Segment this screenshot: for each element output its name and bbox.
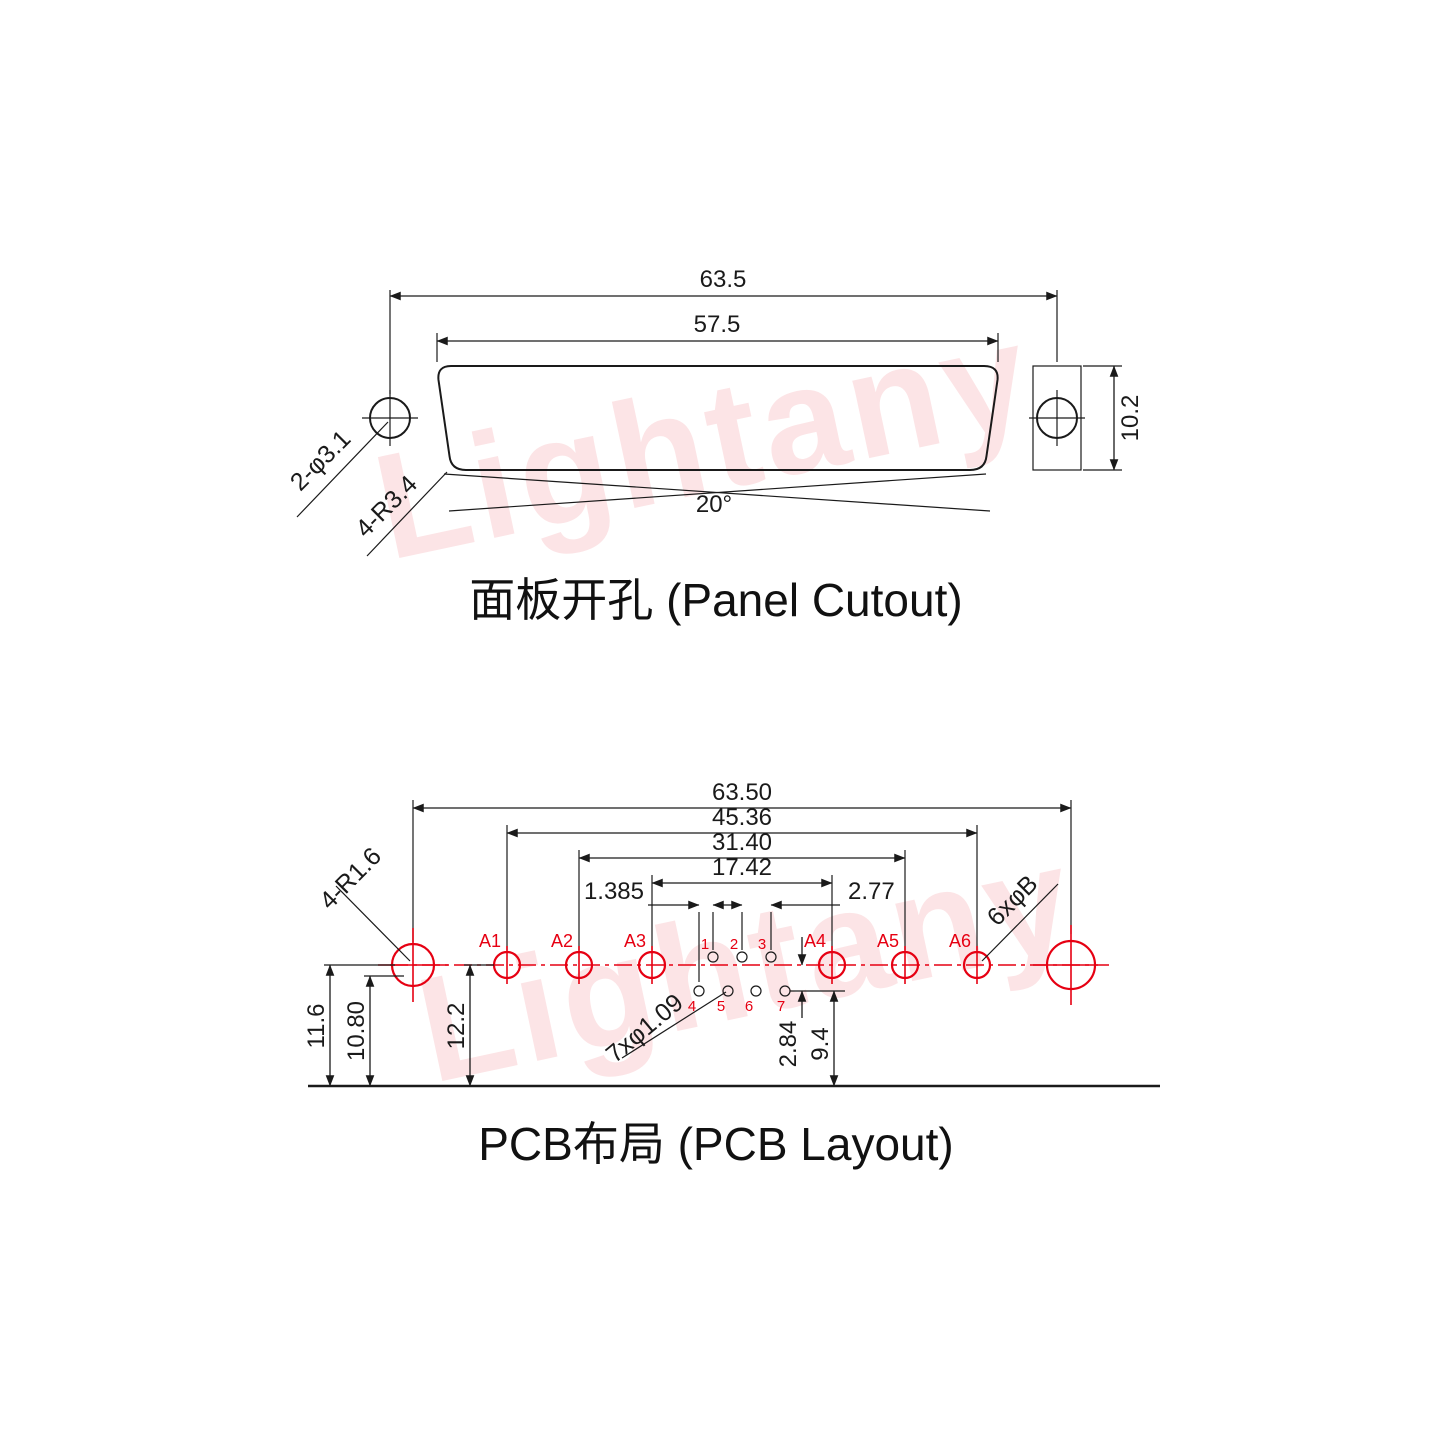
pcb-dim-pin-pitch-label: 2.77 — [848, 878, 895, 905]
pcb-mount-hole-right — [1033, 925, 1109, 1005]
pcb-dim-row-offset-label: 2.84 — [775, 1021, 802, 1068]
pcb-view-title: PCB布局 (PCB Layout) — [478, 1118, 953, 1170]
panel-dim-outer-width-label: 63.5 — [700, 266, 747, 293]
a4-label: A4 — [804, 931, 826, 951]
pcb-dim-pin-pitch: 2.77 — [741, 878, 895, 950]
panel-dim-cutout-width: 57.5 — [436, 311, 999, 362]
pcb-dim-hole-to-edge-label: 10.80 — [343, 1001, 370, 1061]
pcb-dim-pin-offset-label: 1.385 — [584, 878, 644, 905]
pin-2-label: 2 — [730, 936, 738, 953]
pcb-mount-radius-callout: 4-R1.6 — [314, 842, 411, 962]
panel-dim-cutout-width-label: 57.5 — [694, 311, 741, 338]
pcb-dim-hole-to-edge: 10.80 — [343, 975, 404, 1087]
pcb-dim-a-row-to-edge: 12.2 — [443, 964, 494, 1087]
pcb-mount-radius-callout-label: 4-R1.6 — [314, 842, 387, 915]
pcb-dim-a2-a5: 31.40 — [578, 829, 906, 950]
panel-dim-outer-width: 63.5 — [389, 266, 1058, 394]
a6-label: A6 — [949, 931, 971, 951]
pcb-dim-a3-a4: 17.42 — [651, 854, 833, 950]
panel-mount-hole-right — [1029, 365, 1085, 471]
pin-1-label: 1 — [701, 936, 709, 953]
pcb-dim-a2-a5-label: 31.40 — [712, 829, 772, 856]
pcb-dim-pin-to-edge-label: 9.4 — [807, 1027, 834, 1060]
pcb-dim-pin-to-edge: 9.4 — [807, 990, 839, 1087]
pcb-dim-pin-offset: 1.385 — [584, 878, 743, 982]
panel-view-title: 面板开孔 (Panel Cutout) — [469, 574, 962, 626]
a2-label: A2 — [551, 931, 573, 951]
panel-dim-cutout-height-label: 10.2 — [1117, 395, 1144, 442]
pcb-dim-a1-a6-label: 45.36 — [712, 804, 772, 831]
pcb-dim-row-offset: 2.84 — [775, 937, 845, 1067]
a5-label: A5 — [877, 931, 899, 951]
pin-3-label: 3 — [758, 936, 766, 953]
panel-mount-hole-left — [362, 390, 418, 446]
pcb-dim-mount-to-edge: 11.6 — [303, 964, 395, 1087]
a1-label: A1 — [479, 931, 501, 951]
pcb-signal-hole-labels: A1 A2 A3 A4 A5 A6 — [479, 931, 971, 951]
pcb-dim-mount-to-edge-label: 11.6 — [303, 1004, 330, 1049]
pcb-dim-a3-a4-label: 17.42 — [712, 854, 772, 881]
panel-mount-hole-callout-label: 2-φ3.1 — [285, 425, 357, 497]
panel-dim-cutout-height: 10.2 — [1083, 365, 1144, 471]
pcb-dim-a-row-to-edge-label: 12.2 — [443, 1003, 470, 1050]
pcb-dim-a1-a6: 45.36 — [506, 804, 978, 950]
pcb-dim-outer-width-label: 63.50 — [712, 779, 772, 806]
panel-taper-angle-label: 20° — [696, 491, 732, 518]
pcb-pin-labels: 1 2 3 4 5 6 7 — [688, 936, 785, 1015]
pin-4-label: 4 — [688, 998, 696, 1015]
pin-7-label: 7 — [777, 998, 785, 1015]
pin-6-label: 6 — [745, 998, 753, 1015]
pin-5-label: 5 — [717, 998, 725, 1015]
a3-label: A3 — [624, 931, 646, 951]
panel-cutout-outline — [437, 365, 999, 471]
pcb-dim-outer-width: 63.50 — [412, 779, 1072, 942]
panel-taper-angle: 20° — [443, 473, 991, 518]
